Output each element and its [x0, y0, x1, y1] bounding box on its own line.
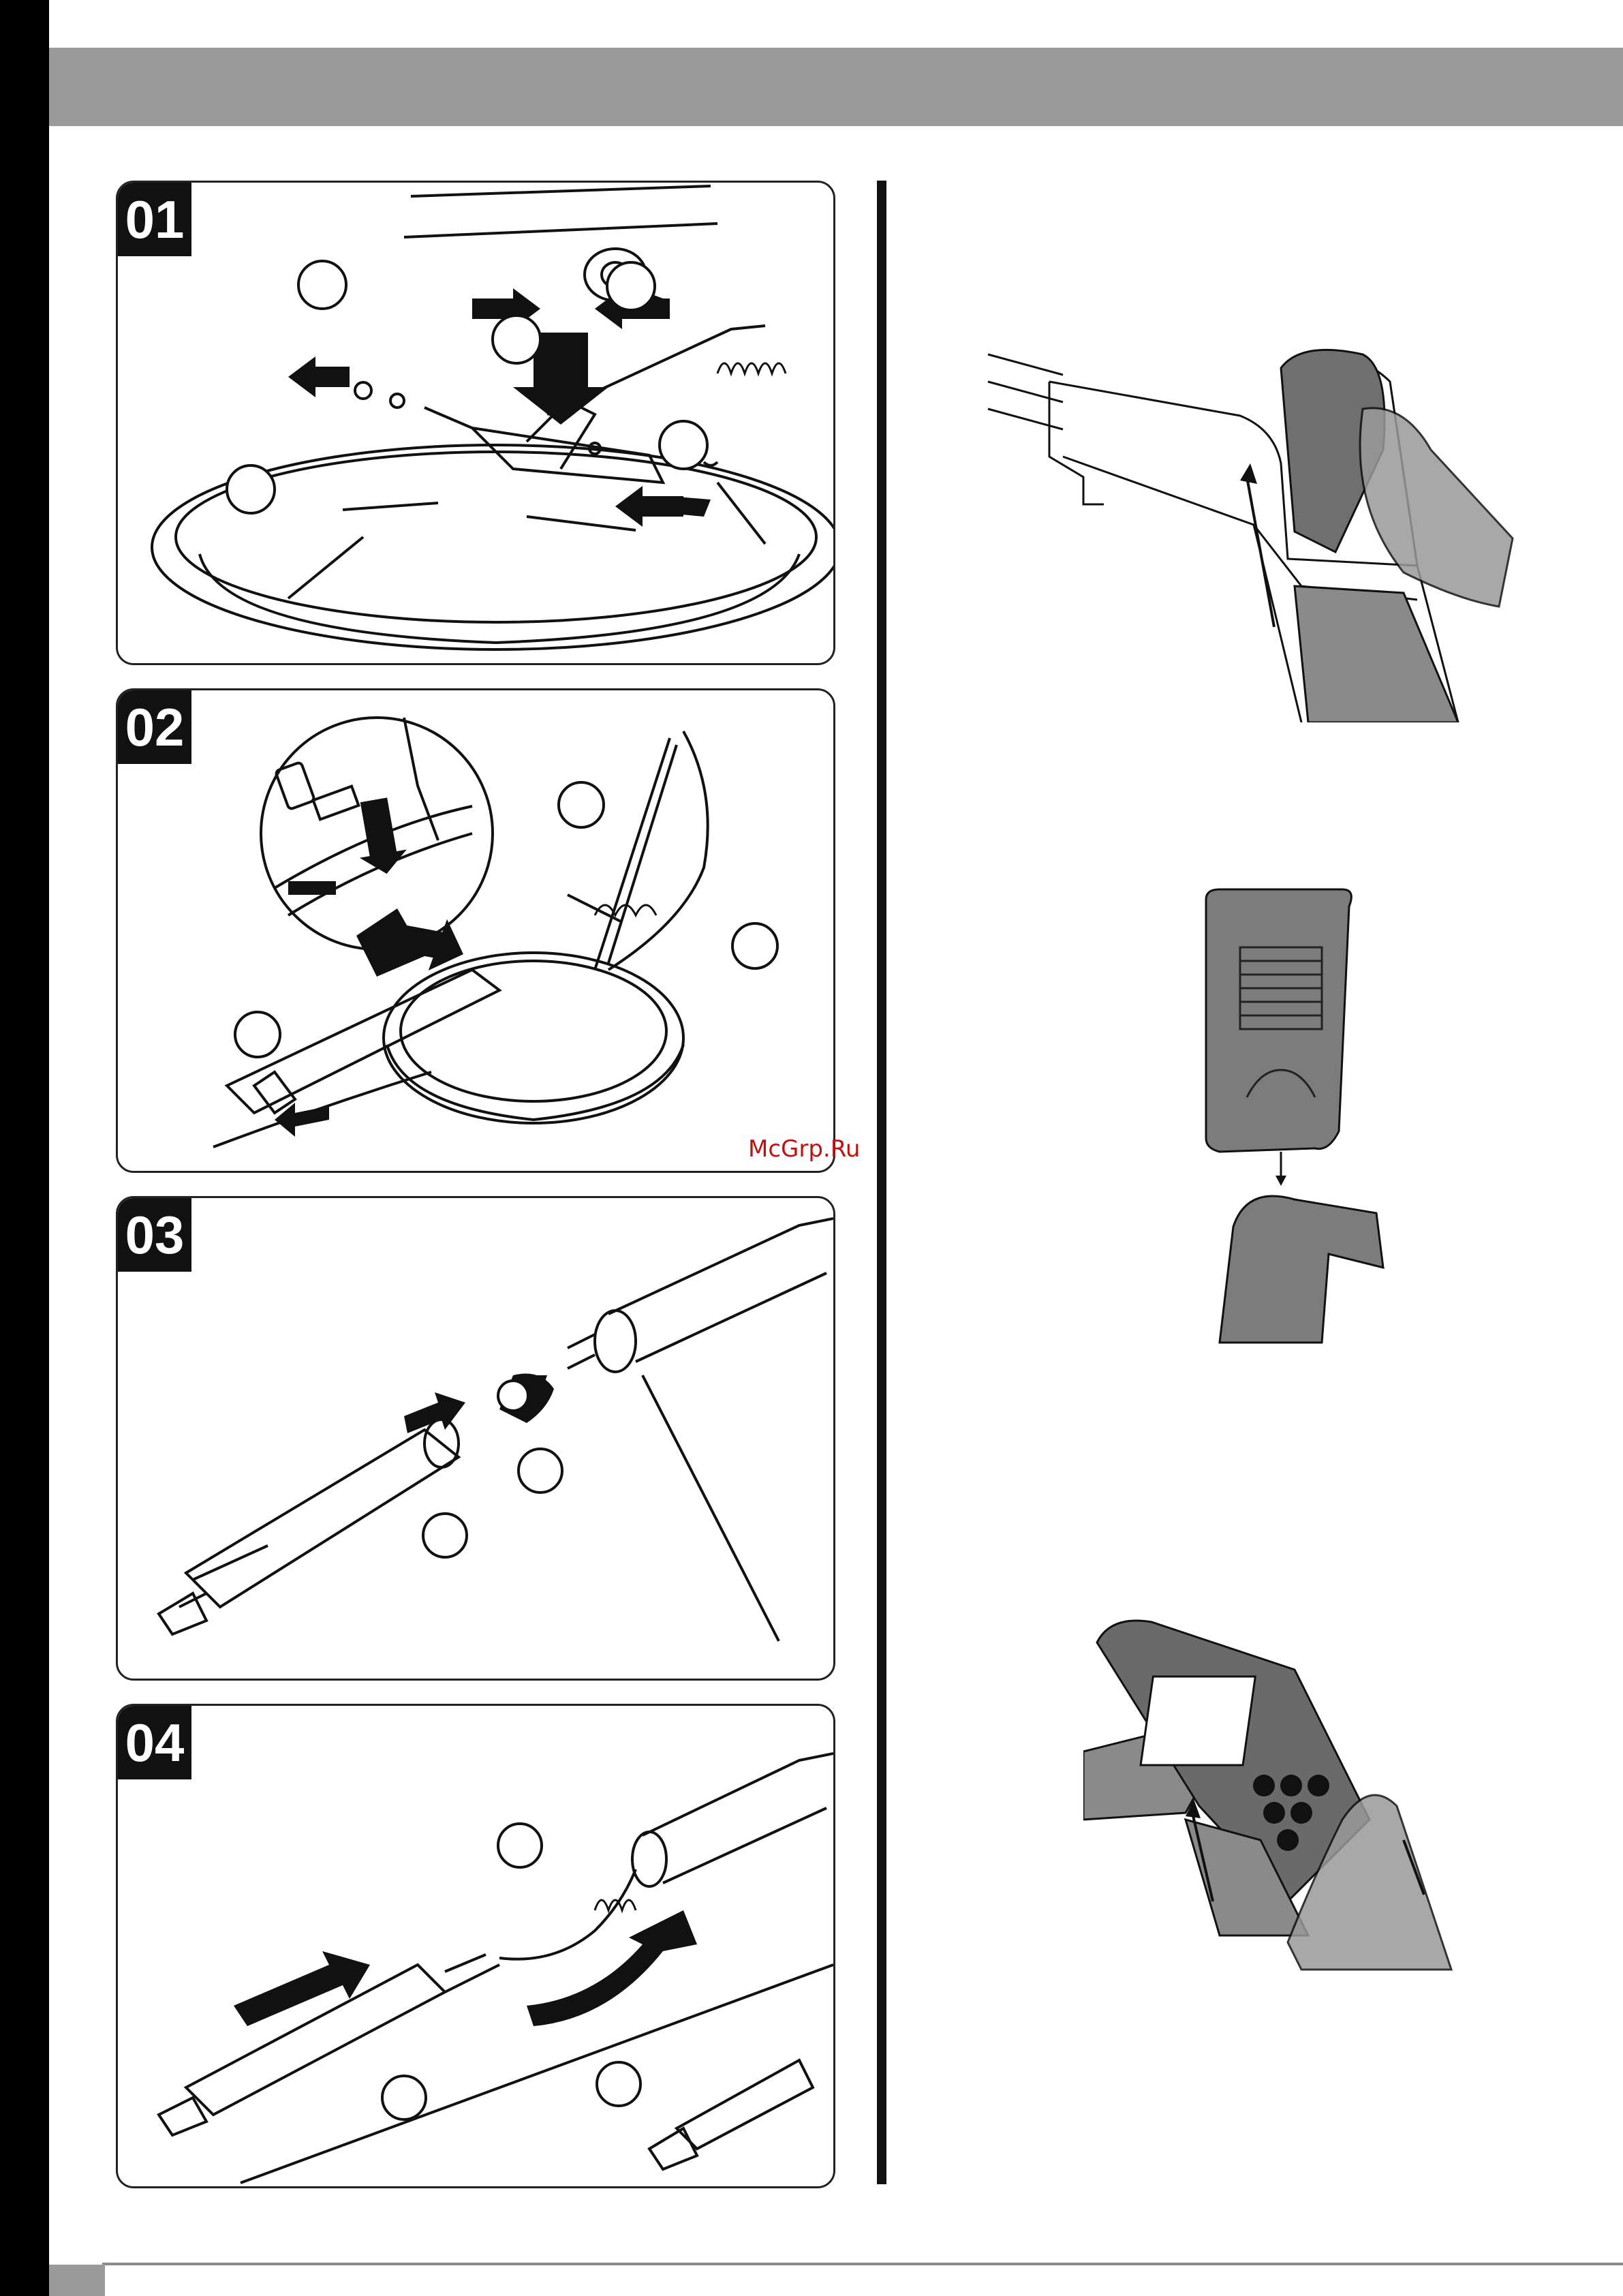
grip-icon [1295, 586, 1458, 722]
remote-detach-illustration [1083, 1615, 1465, 1983]
watermark: McGrp.Ru [748, 1135, 860, 1163]
column-divider [877, 181, 886, 2184]
handle-clip-illustration [981, 341, 1526, 722]
step-panel-01: 01 [116, 181, 835, 665]
shaft-final-illustration [118, 1706, 833, 2186]
step-panel-04: 04 [116, 1704, 835, 2188]
remote-unit-icon [1206, 889, 1351, 1152]
step-panel-03: 03 [116, 1196, 835, 1681]
coil-cable-illustration [118, 690, 833, 1171]
footer-page-tab [49, 2265, 105, 2296]
remote-docking-illustration [1192, 886, 1397, 1349]
step-panel-02: 02 [116, 688, 835, 1173]
coil-mounting-illustration [118, 183, 833, 663]
page-edge-bar [0, 0, 49, 2296]
handle-dock-icon [1220, 1196, 1383, 1343]
header-band [49, 48, 1623, 126]
shaft-assembly-illustration [118, 1198, 833, 1679]
footer-rule [102, 2263, 1623, 2265]
